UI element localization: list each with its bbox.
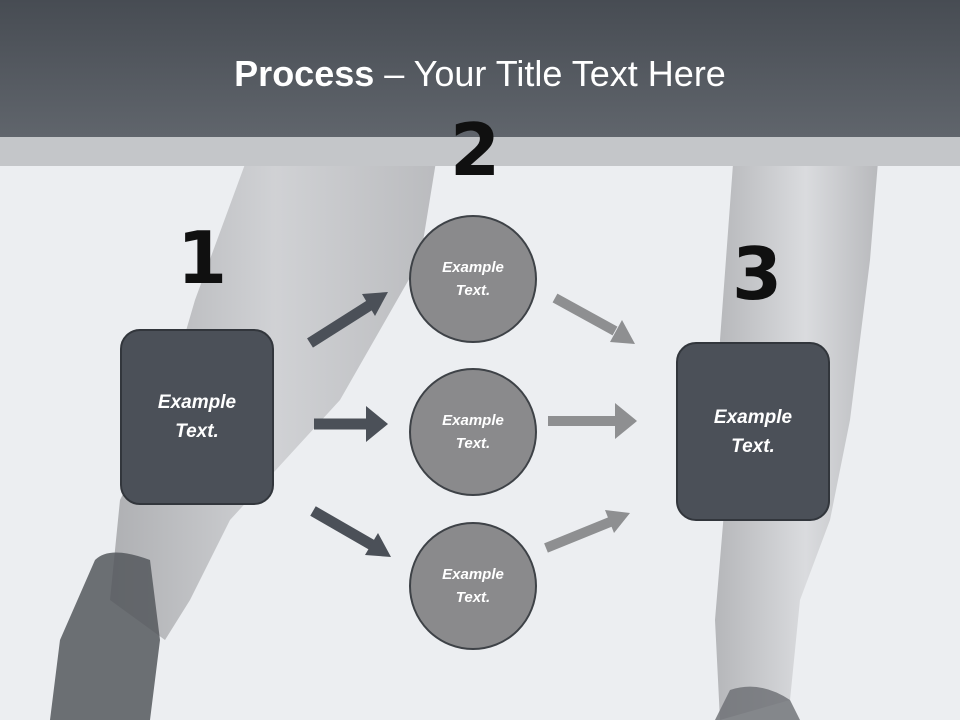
step-number-2: 2 [450,108,501,192]
arrow-left-to-bottom [310,506,391,557]
arrow-left-to-middle [314,406,388,442]
title-bold: Process [234,53,375,94]
circle-top-text: Example Text. [442,259,504,299]
circle-middle-text: Example Text. [442,412,504,452]
step-1-box: Example Text. [120,329,274,505]
step-3-box: Example Text. [676,342,830,521]
arrow-top-to-right [552,293,635,344]
page-title: Process – Your Title Text Here [0,52,960,96]
arrow-bottom-to-right [544,510,630,553]
circle-bottom-text: Example Text. [442,566,504,606]
step-3-text: Example Text. [713,406,793,457]
title-rest: – Your Title Text Here [374,53,726,94]
title-bar-strip [0,137,960,166]
step-number-3: 3 [732,232,783,316]
step-number-1: 1 [177,216,228,300]
arrow-left-to-top [307,292,388,348]
title-bar [0,0,960,137]
step-1-text: Example Text. [157,392,237,442]
step-2-circle-top: Example Text. [409,215,537,343]
step-2-circle-middle: Example Text. [409,368,537,496]
arrow-middle-to-right [548,403,637,439]
step-2-circle-bottom: Example Text. [409,522,537,650]
